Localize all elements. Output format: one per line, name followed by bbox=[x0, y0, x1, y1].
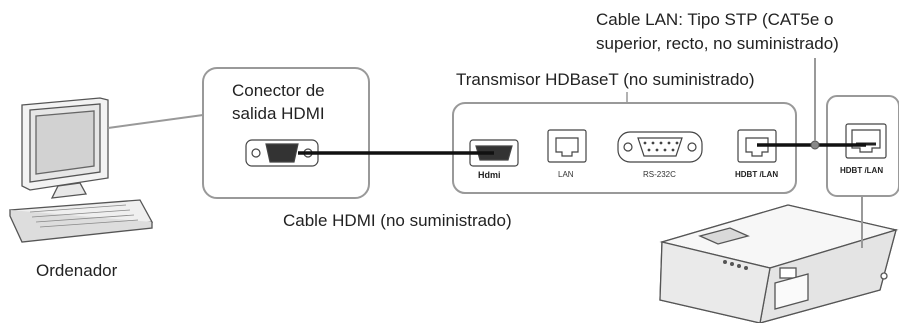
hdmi-output-connector-icon bbox=[245, 139, 319, 167]
lan-cable-label-line1: Cable LAN: Tipo STP (CAT5e o bbox=[596, 10, 834, 29]
computer-icon bbox=[9, 97, 154, 243]
lan-cable-label-line2: superior, recto, no suministrado) bbox=[596, 34, 839, 53]
rs232c-port-icon bbox=[617, 131, 703, 163]
projector-icon bbox=[659, 204, 899, 323]
transmitter-label: Transmisor HDBaseT (no suministrado) bbox=[456, 70, 755, 89]
connector-label-line1: Conector de bbox=[232, 81, 325, 100]
transmitter-lan-port-icon bbox=[547, 129, 587, 163]
projector-hdbt-lan-label: HDBT /LAN bbox=[840, 166, 884, 175]
hdmi-cable-label: Cable HDMI (no suministrado) bbox=[283, 211, 512, 230]
hdmi-port-label: Hdmi bbox=[478, 170, 501, 180]
lan-port-label: LAN bbox=[558, 170, 574, 179]
computer-label: Ordenador bbox=[36, 261, 118, 280]
hdmi-output-callout-box bbox=[202, 67, 370, 199]
projector-hdbt-lan-port-icon bbox=[845, 123, 887, 159]
connector-label-line2: salida HDMI bbox=[232, 104, 325, 123]
rs232c-port-label: RS-232C bbox=[643, 170, 676, 179]
transmitter-hdbt-lan-label: HDBT /LAN bbox=[735, 170, 779, 179]
